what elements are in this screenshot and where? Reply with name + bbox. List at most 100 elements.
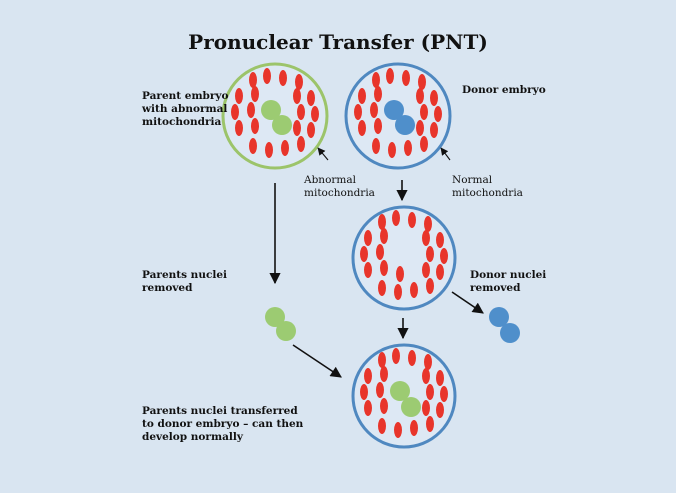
parent-embryo-cell bbox=[221, 62, 329, 170]
mitochondrion bbox=[358, 120, 366, 136]
parent-nucleus bbox=[261, 100, 281, 120]
mitochondrion bbox=[424, 216, 432, 232]
label-donor-embryo: Donor embryo bbox=[462, 84, 546, 96]
mitochondrion bbox=[249, 72, 257, 88]
arrow-abnormal-pointer bbox=[317, 147, 329, 161]
mitochondrion bbox=[440, 248, 448, 264]
mitochondrion bbox=[311, 106, 319, 122]
transferred-nucleus bbox=[401, 397, 421, 417]
mitochondrion bbox=[247, 102, 255, 118]
mitochondrion bbox=[263, 68, 271, 84]
mitochondrion bbox=[374, 86, 382, 102]
enucleated-membrane bbox=[351, 205, 457, 311]
donor-mitochondria-group bbox=[354, 68, 442, 158]
mitochondrion bbox=[424, 354, 432, 370]
mitochondrion bbox=[231, 104, 239, 120]
mitochondrion bbox=[416, 120, 424, 136]
mitochondrion bbox=[380, 228, 388, 244]
mitochondrion bbox=[378, 352, 386, 368]
parent-nucleus bbox=[272, 115, 292, 135]
mitochondrion bbox=[364, 262, 372, 278]
reconstructed-embryo-cell bbox=[351, 343, 457, 449]
mitochondrion bbox=[360, 246, 368, 262]
mitochondrion bbox=[358, 88, 366, 104]
mitochondrion bbox=[422, 262, 430, 278]
mitochondrion bbox=[364, 368, 372, 384]
mitochondrion bbox=[422, 400, 430, 416]
mitochondrion bbox=[295, 74, 303, 90]
label-parent-embryo: Parent embryo with abnormal mitochondria bbox=[142, 90, 229, 128]
mitochondrion bbox=[396, 266, 404, 282]
mitochondrion bbox=[374, 118, 382, 134]
diagram-title: Pronuclear Transfer (PNT) bbox=[188, 30, 488, 54]
mitochondrion bbox=[378, 280, 386, 296]
mitochondrion bbox=[380, 260, 388, 276]
label-donor-nuclei-removed: Donor nuclei removed bbox=[470, 269, 547, 294]
mitochondrion bbox=[380, 366, 388, 382]
mitochondrion bbox=[430, 122, 438, 138]
mitochondrion bbox=[378, 418, 386, 434]
mitochondrion bbox=[380, 398, 388, 414]
mitochondrion bbox=[388, 142, 396, 158]
mitochondrion bbox=[376, 244, 384, 260]
donor-embryo-cell bbox=[344, 62, 452, 170]
enucleated-donor-cell bbox=[351, 205, 457, 311]
mitochondrion bbox=[408, 212, 416, 228]
mitochondrion bbox=[372, 138, 380, 154]
mitochondrion bbox=[376, 382, 384, 398]
label-abnormal-mitochondria: Abnormal mitochondria bbox=[304, 174, 375, 199]
mitochondrion bbox=[265, 142, 273, 158]
mitochondrion bbox=[408, 350, 416, 366]
arrow-parent-nuclei-in bbox=[292, 344, 342, 378]
removed-donor-nuclei bbox=[489, 307, 520, 343]
mitochondrion bbox=[420, 136, 428, 152]
reconstructed-mitochondria-group bbox=[360, 348, 448, 438]
label-parents-nuclei-removed: Parents nuclei removed bbox=[142, 269, 227, 294]
mitochondrion bbox=[420, 104, 428, 120]
mitochondrion bbox=[251, 118, 259, 134]
mitochondrion bbox=[372, 72, 380, 88]
mitochondrion bbox=[392, 348, 400, 364]
mitochondrion bbox=[416, 88, 424, 104]
mitochondrion bbox=[279, 70, 287, 86]
label-nuclei-transferred: Parents nuclei transferred to donor embr… bbox=[142, 405, 304, 443]
mitochondrion bbox=[430, 90, 438, 106]
mitochondrion bbox=[364, 230, 372, 246]
mitochondrion bbox=[235, 88, 243, 104]
mitochondrion bbox=[436, 232, 444, 248]
donor-nucleus bbox=[395, 115, 415, 135]
mitochondrion bbox=[418, 74, 426, 90]
mitochondrion bbox=[249, 138, 257, 154]
transferred-nucleus bbox=[390, 381, 410, 401]
mitochondrion bbox=[251, 86, 259, 102]
mitochondrion bbox=[360, 384, 368, 400]
mitochondrion bbox=[293, 120, 301, 136]
mitochondrion bbox=[426, 246, 434, 262]
mitochondrion bbox=[434, 106, 442, 122]
arrow-normal-pointer bbox=[440, 147, 451, 161]
mitochondrion bbox=[297, 136, 305, 152]
mitochondrion bbox=[307, 122, 315, 138]
mitochondrion bbox=[440, 386, 448, 402]
mitochondrion bbox=[378, 214, 386, 230]
mitochondrion bbox=[436, 264, 444, 280]
enucleated-mitochondria-group bbox=[360, 210, 448, 300]
mitochondrion bbox=[370, 102, 378, 118]
mitochondrion bbox=[235, 120, 243, 136]
mitochondrion bbox=[281, 140, 289, 156]
mitochondrion bbox=[422, 368, 430, 384]
mitochondrion bbox=[426, 384, 434, 400]
mitochondrion bbox=[426, 278, 434, 294]
donor-nucleus bbox=[384, 100, 404, 120]
removed-parent-nuclei bbox=[265, 307, 296, 341]
label-normal-mitochondria: Normal mitochondria bbox=[452, 174, 523, 199]
mitochondrion bbox=[386, 68, 394, 84]
mitochondrion bbox=[293, 88, 301, 104]
mitochondrion bbox=[307, 90, 315, 106]
arrow-donor-nuclei-out bbox=[451, 291, 484, 314]
mitochondrion bbox=[410, 420, 418, 436]
mitochondrion bbox=[436, 370, 444, 386]
mitochondrion bbox=[394, 284, 402, 300]
